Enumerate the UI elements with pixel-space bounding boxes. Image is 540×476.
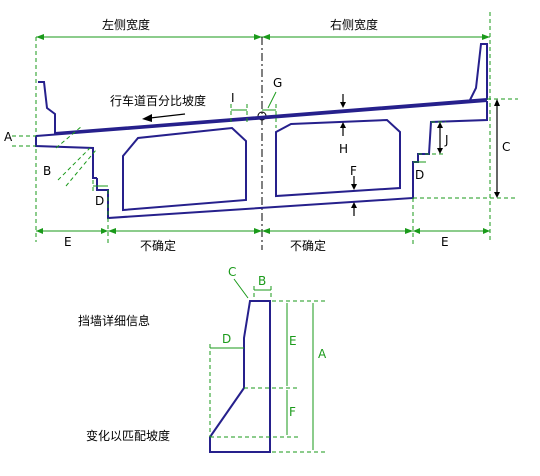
F-arrowhead-bottom bbox=[351, 202, 357, 208]
arrow-E-right-b bbox=[483, 228, 490, 234]
label-H: H bbox=[339, 142, 348, 156]
H-arrowhead-bottom bbox=[340, 122, 346, 128]
arrow-unc-left-a bbox=[108, 228, 116, 234]
label-F: F bbox=[350, 164, 357, 178]
arrow-unc-right-a bbox=[262, 228, 270, 234]
arrow-E-right-a bbox=[413, 228, 420, 234]
J-arrowhead-top bbox=[437, 122, 443, 128]
barrier-detail-label: 挡墙详细信息 bbox=[78, 313, 150, 328]
arrow-unc-right-b bbox=[405, 228, 413, 234]
C-detail-leader bbox=[233, 278, 249, 299]
slope-label: 行车道百分比坡度 bbox=[110, 93, 206, 108]
label-D-left: D bbox=[95, 194, 104, 208]
arrow-left-width-end bbox=[254, 34, 262, 40]
H-arrowhead-top bbox=[340, 102, 346, 108]
detail-label-C: C bbox=[228, 265, 236, 279]
detail-label-D: D bbox=[222, 332, 231, 346]
right-width-label: 右侧宽度 bbox=[330, 17, 378, 32]
arrow-right-width-start bbox=[262, 34, 270, 40]
slope-arrow-head bbox=[142, 114, 152, 122]
G-leader bbox=[267, 91, 277, 109]
deck-outline bbox=[35, 43, 488, 220]
label-A: A bbox=[4, 130, 13, 144]
detail-label-F: F bbox=[289, 405, 296, 419]
barrier-profile bbox=[209, 300, 271, 453]
left-cell bbox=[122, 126, 247, 212]
label-E-left: E bbox=[64, 235, 72, 249]
arrow-E-left-b bbox=[101, 228, 108, 234]
label-J: J bbox=[444, 133, 449, 147]
arrow-E-left-a bbox=[36, 228, 43, 234]
B-guide-2 bbox=[65, 149, 97, 187]
label-D-right: D bbox=[415, 168, 424, 182]
uncertain-left-label: 不确定 bbox=[140, 238, 176, 253]
F-arrowhead-top bbox=[351, 184, 357, 190]
label-G: G bbox=[273, 76, 282, 90]
variable-slope-label: 变化以匹配坡度 bbox=[86, 428, 170, 443]
slope-arrow-shaft bbox=[149, 113, 186, 119]
detail-label-B: B bbox=[258, 274, 266, 288]
C-arrowhead-bottom bbox=[494, 192, 500, 198]
uncertain-right-label: 不确定 bbox=[290, 238, 326, 253]
left-width-label: 左侧宽度 bbox=[102, 17, 150, 32]
label-C: C bbox=[502, 140, 510, 154]
B-guide-3 bbox=[55, 125, 83, 149]
detail-label-E: E bbox=[289, 334, 297, 348]
C-arrowhead-top bbox=[494, 99, 500, 106]
arrow-right-width-end bbox=[482, 34, 490, 40]
detail-label-A: A bbox=[318, 347, 327, 361]
B-guide-1 bbox=[57, 147, 91, 181]
arrow-left-width-start bbox=[36, 34, 44, 40]
label-I: I bbox=[231, 91, 235, 105]
J-arrowhead-bottom bbox=[437, 148, 443, 154]
label-B: B bbox=[43, 164, 51, 178]
label-E-right: E bbox=[441, 235, 449, 249]
right-cell bbox=[275, 118, 401, 198]
arrow-unc-left-b bbox=[254, 228, 262, 234]
